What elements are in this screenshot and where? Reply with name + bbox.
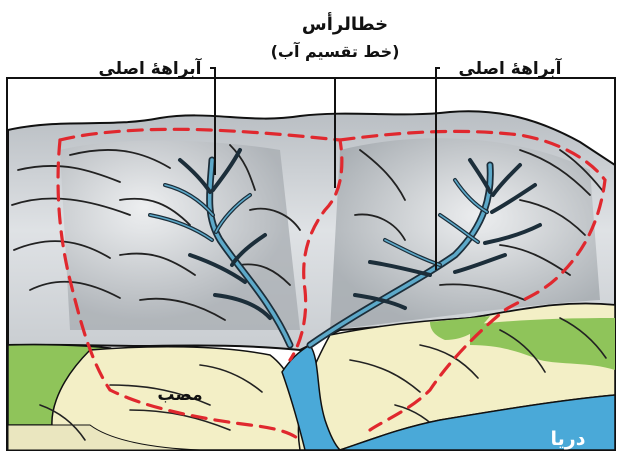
main-stream-left-label: آبراههٔ اصلی <box>98 57 202 79</box>
divide-title: خطالرأس <box>302 12 388 35</box>
divide-subtitle: (خط تقسیم آب) <box>271 41 400 61</box>
sea-label: دریا <box>551 428 586 450</box>
main-stream-right-label: آبراههٔ اصلی <box>458 57 562 79</box>
outlet-label: مصب <box>157 385 202 405</box>
